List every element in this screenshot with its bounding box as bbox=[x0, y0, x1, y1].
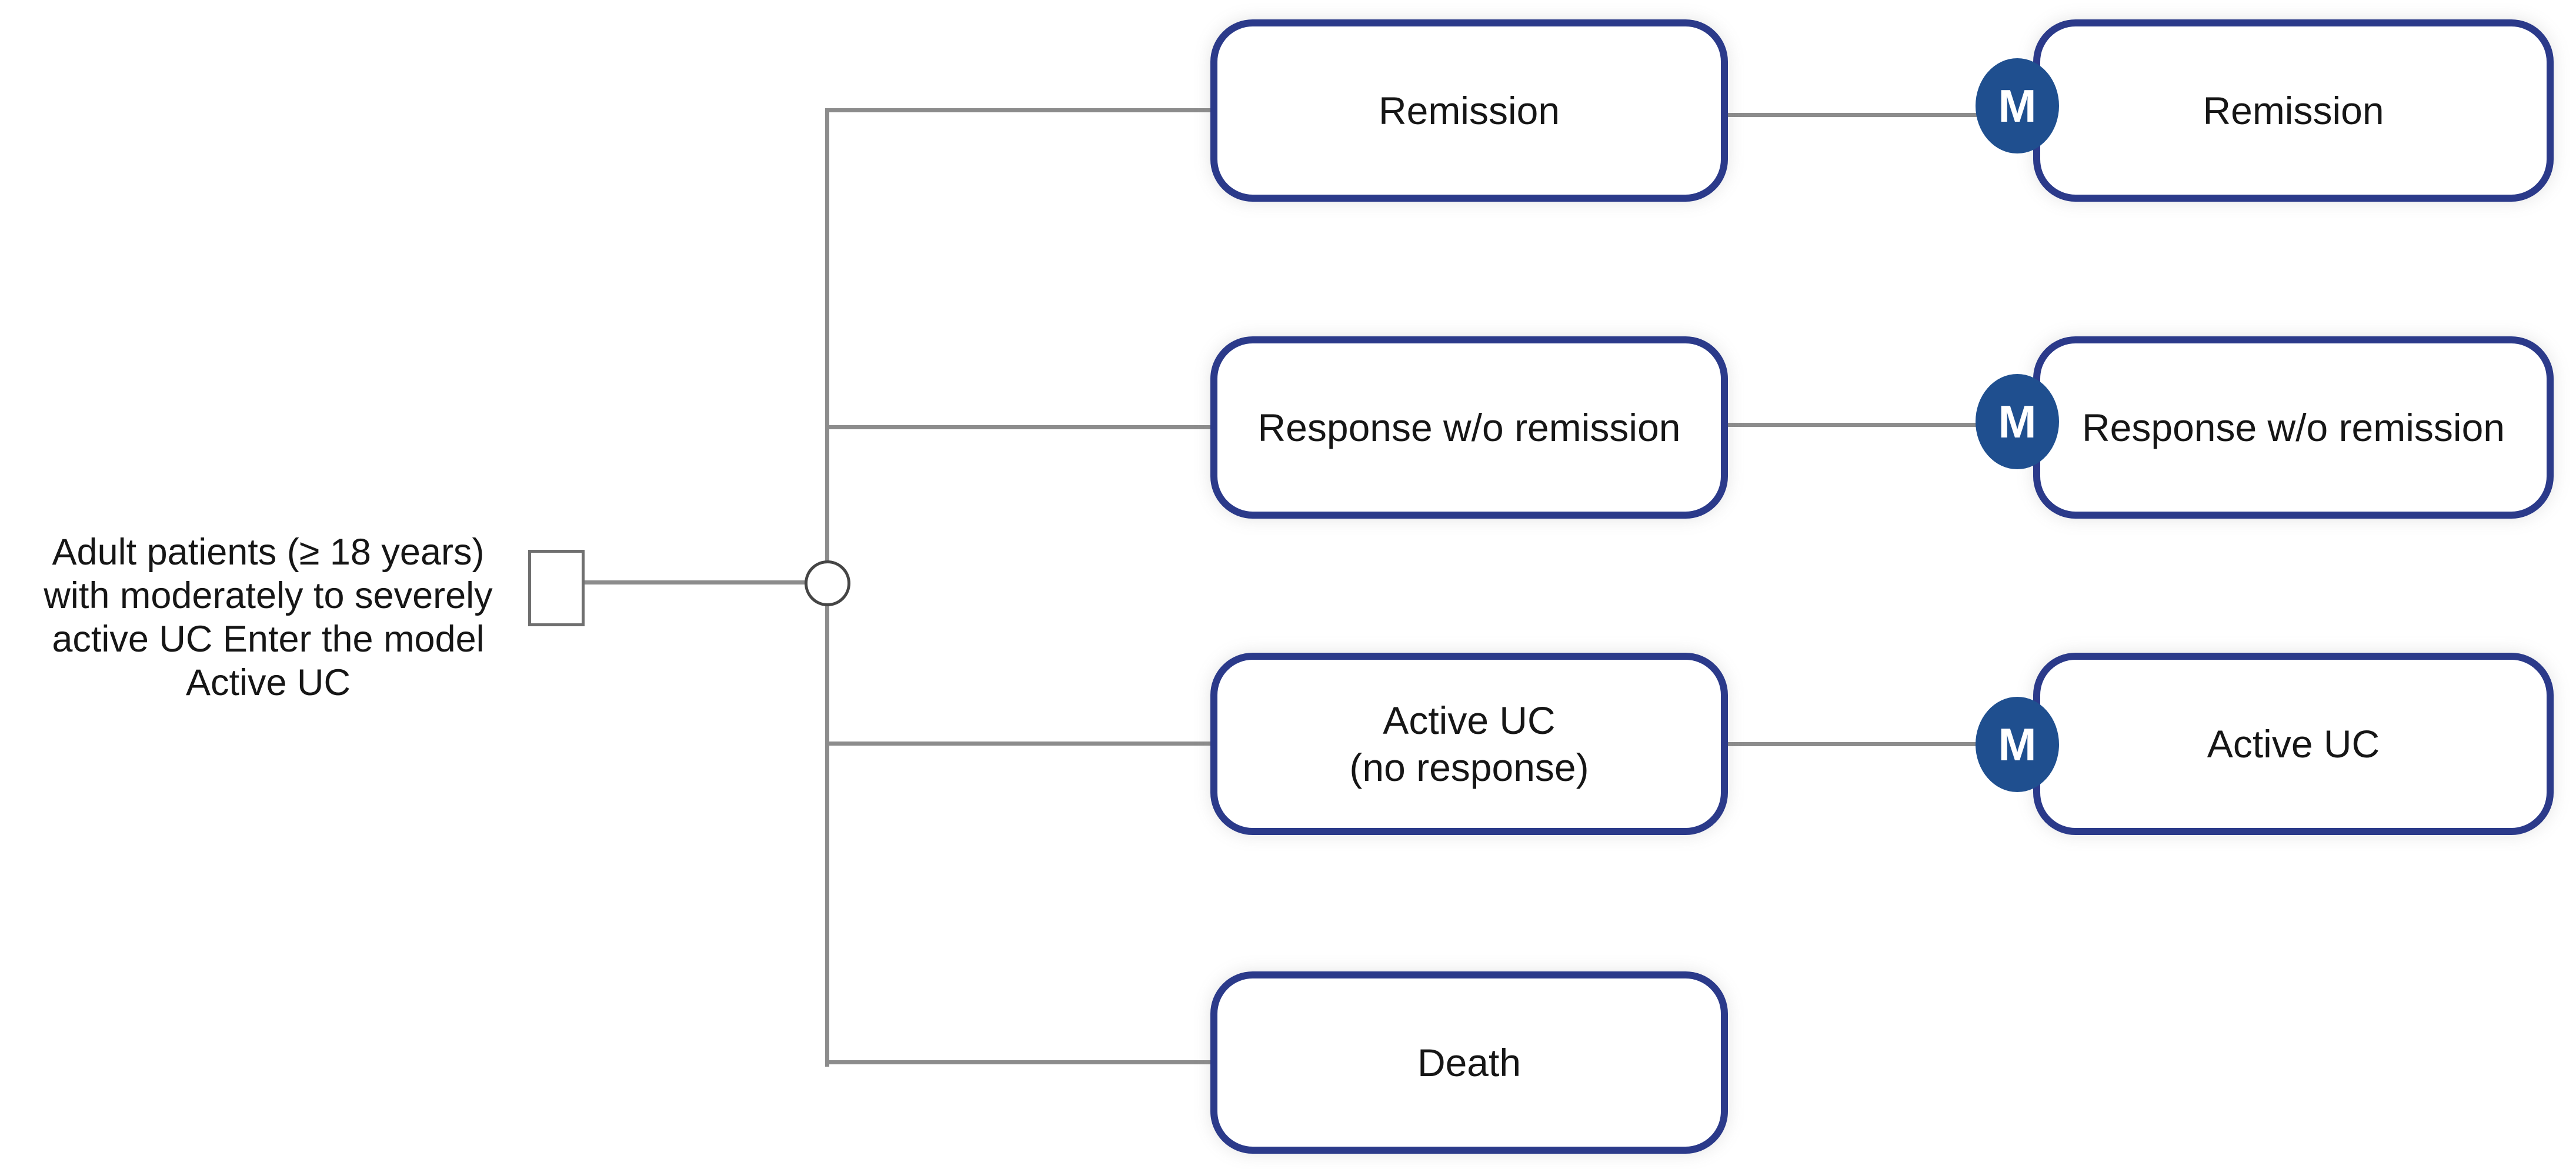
entry-text-line-4: Active UC bbox=[185, 662, 351, 703]
entry-population-text: Adult patients (≥ 18 years) with moderat… bbox=[35, 530, 501, 704]
chance-circle-node bbox=[805, 560, 850, 606]
markov-state-box-remission-label: Remission bbox=[2203, 89, 2384, 132]
markov-node-active-uc: M bbox=[1976, 697, 2059, 792]
markov-node-response-letter: M bbox=[1998, 395, 2037, 447]
markov-connector-remission bbox=[1723, 113, 1988, 117]
markov-state-box-response-wo-remission-label: Response w/o remission bbox=[2082, 406, 2505, 449]
root-connector-line bbox=[582, 580, 829, 584]
state-box-response-wo-remission: Response w/o remission bbox=[1210, 336, 1728, 519]
state-box-active-uc-no-response: Active UC (no response) bbox=[1210, 653, 1728, 835]
markov-state-box-active-uc: Active UC bbox=[2033, 653, 2554, 835]
markov-connector-active-uc bbox=[1723, 742, 1988, 746]
markov-connector-response bbox=[1723, 423, 1988, 427]
branch-line-remission bbox=[825, 108, 1217, 112]
state-box-remission-label: Remission bbox=[1378, 89, 1560, 132]
markov-state-box-remission: Remission bbox=[2033, 19, 2554, 202]
state-box-remission: Remission bbox=[1210, 19, 1728, 202]
entry-text-line-1: Adult patients (≥ 18 years) bbox=[52, 532, 485, 573]
state-box-active-uc-no-response-label: Active UC (no response) bbox=[1349, 699, 1589, 789]
markov-state-box-response-wo-remission: Response w/o remission bbox=[2033, 336, 2554, 519]
state-box-response-wo-remission-label: Response w/o remission bbox=[1257, 406, 1681, 449]
markov-state-box-active-uc-label: Active UC bbox=[2207, 722, 2380, 766]
state-box-death-label: Death bbox=[1417, 1041, 1521, 1084]
decision-square-node bbox=[528, 550, 585, 626]
markov-node-response: M bbox=[1976, 374, 2059, 469]
markov-node-active-uc-letter: M bbox=[1998, 718, 2037, 770]
markov-node-remission: M bbox=[1976, 58, 2059, 153]
state-box-death: Death bbox=[1210, 971, 1728, 1154]
entry-text-line-2: with moderately to severely bbox=[44, 575, 493, 616]
markov-node-remission-letter: M bbox=[1998, 79, 2037, 132]
branch-line-response bbox=[825, 425, 1217, 429]
branch-line-death bbox=[825, 1060, 1217, 1064]
entry-text-line-3: active UC Enter the model bbox=[52, 619, 485, 660]
branch-line-active-uc bbox=[825, 742, 1217, 746]
